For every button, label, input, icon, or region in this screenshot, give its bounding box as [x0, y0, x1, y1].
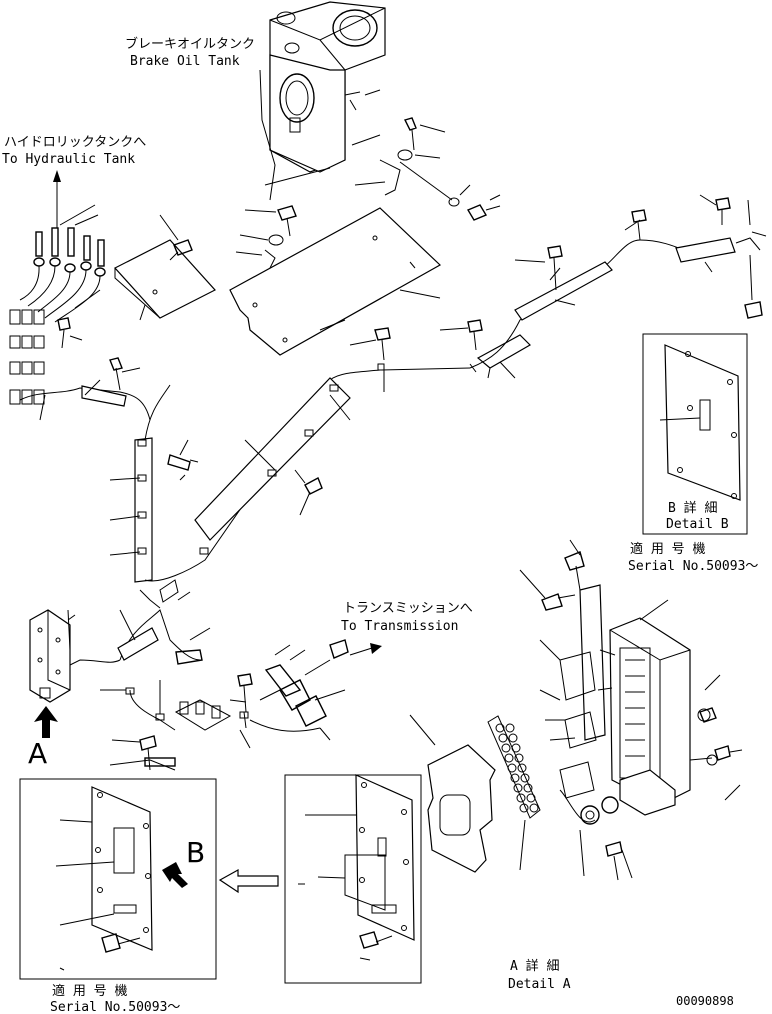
terminal-strip — [487, 715, 541, 871]
brake-tank-label-en: Brake Oil Tank — [130, 54, 240, 69]
base-plate — [229, 207, 442, 356]
serial-bottom-label-jp: 適 用 号 機 — [52, 983, 127, 999]
gasket — [409, 714, 496, 873]
bottom-left-panel — [19, 778, 217, 980]
brake-oil-tank — [259, 1, 386, 201]
controller-unit — [29, 609, 121, 703]
marker-b: B — [186, 836, 205, 869]
left-bracket — [57, 214, 216, 349]
serial-bottom-label-en: Serial No.50093～ — [50, 1000, 180, 1014]
trans-label-en: To Transmission — [341, 619, 458, 634]
harness-route — [19, 357, 471, 583]
hollow-arrow-left — [218, 868, 279, 894]
upper-right-route — [469, 194, 767, 369]
plate-bolts — [235, 205, 297, 269]
detail-b-label-en: Detail B — [666, 517, 729, 532]
trans-label-jp: トランスミッションへ — [343, 601, 473, 616]
mid-clamps — [349, 319, 531, 392]
drawing-number: 00090898 — [676, 994, 734, 1008]
arrow-b — [162, 862, 188, 888]
arrow-a-up — [34, 706, 58, 738]
detail-a-label-en: Detail A — [508, 977, 571, 992]
hydraulic-connectors — [9, 170, 106, 405]
trans-arrow — [349, 643, 382, 656]
marker-a: A — [28, 737, 47, 770]
detail-a-label-jp: A 詳 細 — [510, 958, 559, 974]
hyd-tank-label-en: To Hydraulic Tank — [2, 152, 135, 167]
connector-group — [174, 639, 349, 749]
detail-b-panel — [642, 333, 748, 535]
detail-a-assembly — [519, 539, 743, 881]
serial-top-label-en: Serial No.50093～ — [628, 559, 758, 574]
detail-b-label-jp: B 詳 細 — [668, 500, 717, 516]
lower-harness — [100, 579, 211, 771]
tank-bolts — [354, 117, 501, 221]
hyd-tank-label-jp: ハイドロリックタンクへ — [4, 135, 146, 150]
bottom-middle-panel — [284, 774, 422, 984]
brake-tank-label-jp: ブレーキオイルタンク — [125, 36, 255, 52]
serial-top-label-jp: 適 用 号 機 — [630, 541, 705, 557]
